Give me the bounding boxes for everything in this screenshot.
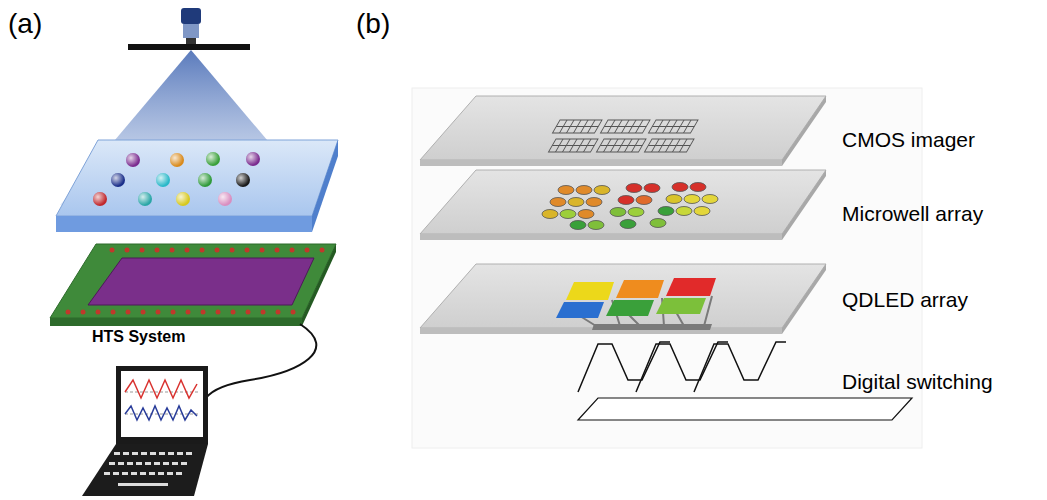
layer-label: QDLED array <box>842 288 968 312</box>
sample-wells <box>93 152 260 206</box>
qdled-plate <box>420 264 826 334</box>
camera <box>128 8 250 50</box>
qdled-pixels <box>556 278 716 318</box>
digital-switching-signals <box>578 342 786 392</box>
layer-label: CMOS imager <box>842 128 975 152</box>
panel-label: (b) <box>356 8 390 40</box>
layer-label: Digital switching <box>842 370 993 394</box>
microwells <box>542 183 718 230</box>
cmos-pixel-grids <box>548 120 698 152</box>
circuit-board <box>50 244 336 326</box>
panel-label: (a) <box>8 8 42 40</box>
microwell-plate <box>420 170 826 240</box>
laptop <box>82 366 208 496</box>
layer-label: Microwell array <box>842 202 983 226</box>
cable <box>206 324 316 398</box>
cmos-plate <box>420 96 826 166</box>
system-label: HTS System <box>92 328 185 346</box>
sample-plate <box>56 140 338 232</box>
switching-board <box>578 398 912 420</box>
